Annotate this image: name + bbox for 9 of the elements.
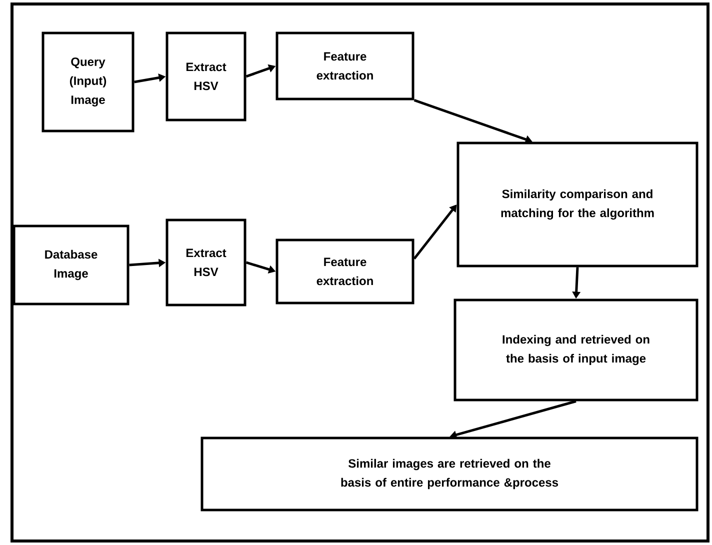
process-box: Feature extraction	[276, 238, 414, 304]
process-box: Extract HSV	[166, 32, 246, 122]
process-box: Similarity comparison and matching for the algorithm	[456, 142, 698, 268]
process-box: Similar images are retrieved on the basis of entire performance &process	[200, 436, 698, 512]
process-box: Extract HSV	[166, 218, 246, 306]
process-box: Indexing and retrieved on the basis of input image	[454, 298, 698, 402]
process-box: Database Image	[12, 224, 130, 306]
process-box: Feature extraction	[276, 32, 414, 100]
process-box: Query (Input) Image	[42, 32, 134, 132]
